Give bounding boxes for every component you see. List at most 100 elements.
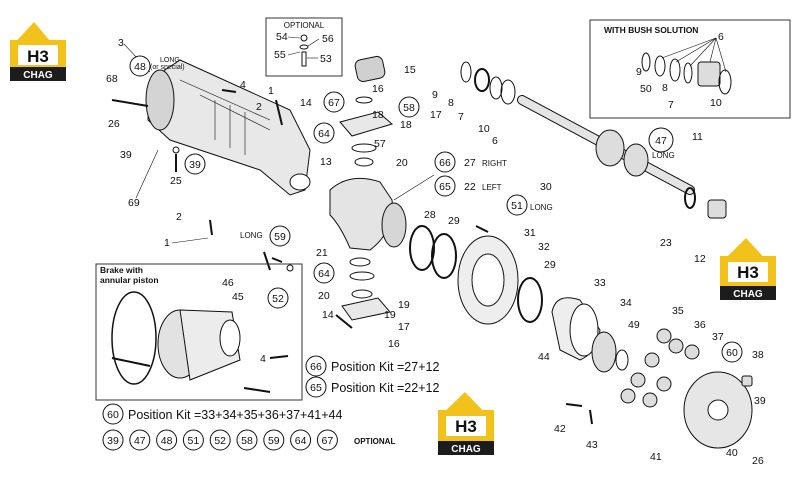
part-label-10: 10 — [478, 123, 490, 135]
optional-part-circle — [129, 429, 151, 451]
part-label-1: 1 — [164, 237, 170, 249]
annotation-left: LEFT — [482, 183, 502, 192]
hub-labels: 30 51 LONG 28 29 31 32 29 — [424, 181, 556, 271]
part-label-64: 64 — [318, 268, 330, 280]
logo-main-text: H3 — [737, 263, 759, 282]
part-label-39: 39 — [754, 395, 766, 407]
part-label-11: 11 — [692, 131, 703, 143]
part-label-19: 19 — [384, 309, 396, 321]
logo-main-text: H3 — [455, 417, 477, 436]
part-label-19: 19 — [398, 299, 410, 311]
optional-part-number: 51 — [188, 435, 200, 447]
part-label-10: 10 — [710, 97, 722, 109]
optional-part-circle — [102, 429, 124, 451]
part-label-43: 43 — [586, 439, 598, 451]
part-label-27: 27 — [464, 157, 476, 169]
part-label-3: 3 — [118, 37, 124, 49]
bush-parts-23-12: 23 12 — [660, 187, 727, 265]
brake-box: Brake with annular piston 4 — [95, 263, 303, 401]
part-label-25: 25 — [170, 175, 182, 187]
optional-row-label: OPTIONAL — [354, 437, 395, 446]
part-label-8: 8 — [662, 82, 668, 94]
part-label-59: 59 — [274, 231, 286, 243]
axle-housing — [111, 59, 311, 236]
part-label-39-circled: 39 — [189, 159, 201, 171]
part-label-22: 22 — [464, 181, 476, 193]
brake-box-title-2: annular piston — [100, 275, 159, 285]
part-label-14: 14 — [300, 97, 312, 109]
part-label-7: 7 — [668, 99, 674, 111]
part-label-8: 8 — [448, 97, 454, 109]
part-label-7: 7 — [458, 111, 464, 123]
optional-part-number: 47 — [134, 435, 146, 447]
bolt-group-59: LONG 59 46 45 52 — [222, 225, 294, 309]
optional-part-number: 39 — [107, 435, 119, 447]
part-label-34: 34 — [620, 297, 632, 309]
part-label-29: 29 — [544, 259, 556, 271]
part-label-46: 46 — [222, 277, 234, 289]
part-label-15: 15 — [404, 64, 416, 76]
part-label-21: 21 — [316, 247, 328, 259]
part-label-66: 66 — [439, 157, 451, 169]
part-label-17: 17 — [430, 109, 442, 121]
part-label-33: 33 — [594, 277, 606, 289]
kit-number-66: 66 — [310, 361, 322, 373]
part-label-36: 36 — [694, 319, 706, 331]
part-label-16: 16 — [388, 338, 400, 350]
steering-knuckle — [329, 55, 407, 321]
part-label-57: 57 — [374, 138, 386, 150]
seal-stack: 9 8 7 10 6 — [432, 61, 516, 147]
housing-labels: 3 48 LONG (or special) 68 4 26 39 69 25 … — [106, 37, 274, 249]
part-label-9: 9 — [636, 66, 642, 78]
optional-box-title: OPTIONAL — [284, 21, 325, 30]
logo-main-text: H3 — [27, 47, 49, 66]
logo-sub-text: CHAG — [451, 444, 481, 455]
optional-part-circle — [182, 429, 204, 451]
optional-part-number: 67 — [322, 435, 334, 447]
planetary-labels: 33 34 35 36 37 60 38 49 44 42 43 39 41 4… — [538, 277, 766, 467]
annotation-or-special: (or special) — [150, 64, 185, 71]
part-label-52: 52 — [272, 293, 284, 305]
part-label-38: 38 — [752, 349, 764, 361]
part-label-31: 31 — [524, 227, 536, 239]
annotation-long: LONG — [160, 57, 180, 64]
kit-number-60: 60 — [107, 409, 119, 421]
part-label-42: 42 — [554, 423, 566, 435]
part-label-2: 2 — [256, 101, 262, 113]
part-label-40: 40 — [726, 447, 738, 459]
kit-number-65: 65 — [310, 382, 322, 394]
logo-sub-text: CHAG — [23, 70, 53, 81]
part-label-48: 48 — [134, 61, 146, 73]
optional-part-number: 59 — [268, 435, 280, 447]
part-label-55: 55 — [274, 49, 286, 61]
optional-part-number: 48 — [161, 435, 173, 447]
part-label-16: 16 — [372, 83, 384, 95]
kit-text-60: Position Kit =33+34+35+36+37+41+44 — [128, 408, 342, 422]
knuckle-kit-refs: 66 27 RIGHT 65 22 LEFT — [393, 151, 507, 201]
part-label-20: 20 — [318, 290, 330, 302]
part-label-68: 68 — [106, 73, 118, 85]
annotation-long: LONG — [652, 151, 675, 160]
optional-part-circle — [316, 429, 338, 451]
annotation-right: RIGHT — [482, 159, 507, 168]
planetary-parts — [551, 297, 753, 449]
part-label-20: 20 — [396, 157, 408, 169]
part-label-13: 13 — [320, 156, 332, 168]
part-label-6: 6 — [492, 135, 498, 147]
lower-knuckle-labels: 21 64 20 19 19 14 17 16 — [313, 247, 410, 350]
part-label-4: 4 — [260, 353, 266, 365]
optional-part-circle — [209, 429, 231, 451]
drive-shaft: 47 11 LONG — [517, 95, 703, 195]
part-label-17: 17 — [398, 321, 410, 333]
part-label-6: 6 — [718, 31, 724, 43]
optional-part-circle — [263, 429, 285, 451]
part-label-45: 45 — [232, 291, 244, 303]
position-kit-legend: 66 Position Kit =27+12 65 Position Kit =… — [102, 355, 439, 425]
part-label-4: 4 — [240, 79, 246, 91]
brake-box-title-1: Brake with — [100, 265, 143, 275]
part-label-23: 23 — [660, 237, 672, 249]
part-label-53: 53 — [320, 53, 332, 65]
part-label-2: 2 — [176, 211, 182, 223]
part-label-54: 54 — [276, 31, 288, 43]
